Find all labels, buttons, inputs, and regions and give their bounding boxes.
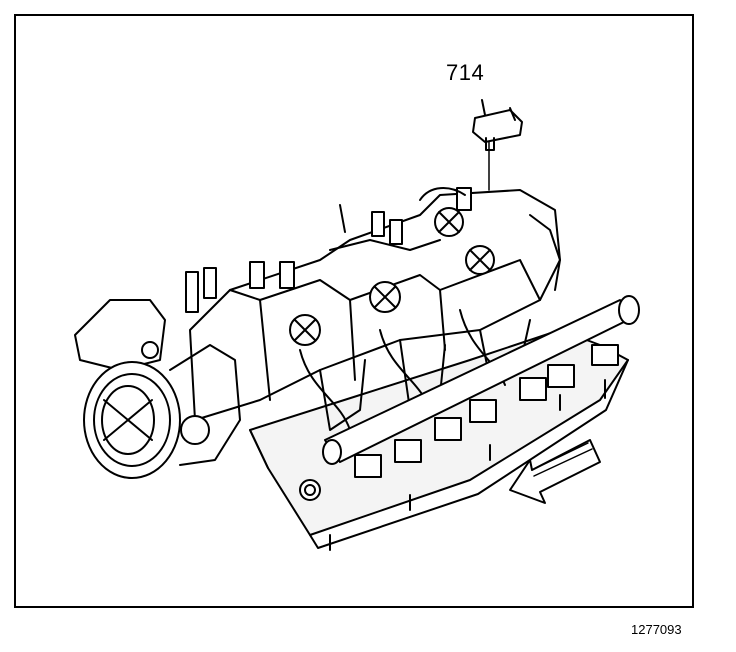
fuel-injectors (299, 344, 619, 501)
fuel-rail (322, 295, 640, 465)
manifold-flange (249, 359, 629, 549)
port-plugs (289, 207, 495, 346)
figure-id: 1277093 (631, 622, 682, 637)
throttle-body (74, 299, 241, 479)
callout-label: 714 (446, 60, 485, 85)
runner-1 (299, 349, 351, 431)
flange-bolts (329, 379, 606, 551)
vacuum-fittings (185, 187, 561, 313)
front-direction-arrow (509, 439, 601, 504)
map-sensor (472, 99, 523, 191)
